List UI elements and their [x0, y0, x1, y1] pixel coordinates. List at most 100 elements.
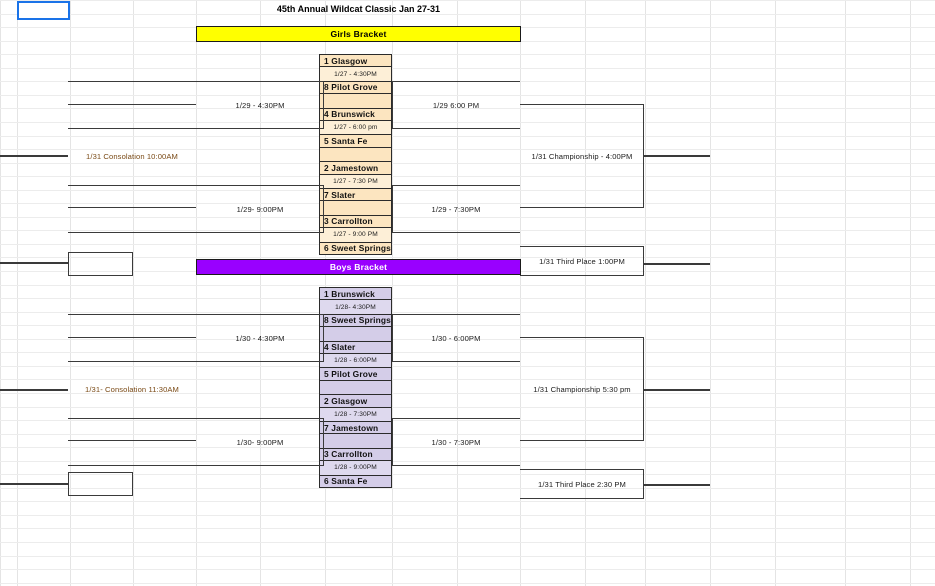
- grid-row-line: [0, 203, 935, 204]
- girls-semifinal-label: 1/29 - 7:30PM: [431, 204, 481, 214]
- grid-row-line: [0, 352, 935, 353]
- boys-slot-spacer: [319, 327, 392, 341]
- girls-slot-spacer: [319, 201, 392, 215]
- girls-consolation-label: 1/31 Consolation 10:00AM: [86, 151, 178, 161]
- girls-team-slot: 8 Pilot Grove: [319, 80, 392, 95]
- boys-championship-box: [520, 337, 644, 441]
- page-title: 45th Annual Wildcat Classic Jan 27-31: [276, 4, 441, 14]
- grid-row-line: [0, 420, 935, 421]
- girls-third-place-box: [520, 246, 644, 276]
- grid-row-line: [0, 68, 935, 69]
- grid-column-line: [775, 0, 776, 586]
- girls-quarterfinal-box: [68, 81, 324, 129]
- girls-third-place-label: 1/31 Third Place 1:00PM: [539, 256, 625, 266]
- grid-column-line: [457, 0, 458, 586]
- grid-row-line: [0, 217, 935, 218]
- grid-row-line: [0, 230, 935, 231]
- grid-column-line: [0, 0, 1, 586]
- grid-row-line: [0, 14, 935, 15]
- girls-bracket-banner: Girls Bracket: [196, 26, 521, 42]
- grid-column-line: [260, 0, 261, 586]
- girls-team-slot: 4 Brunswick: [319, 107, 392, 121]
- grid-column-line: [710, 0, 711, 586]
- grid-row-line: [0, 54, 935, 55]
- selected-cell[interactable]: [17, 1, 70, 20]
- boys-team-slot: 6 Santa Fe: [319, 474, 392, 488]
- boys-game-time: 1/28 - 6:00PM: [319, 354, 392, 368]
- boys-quarterfinal-box: [68, 418, 324, 466]
- grid-row-line: [0, 108, 935, 109]
- grid-row-line: [0, 122, 935, 123]
- boys-team-slot: 3 Carrollton: [319, 447, 392, 462]
- girls-team-slot: 5 Santa Fe: [319, 134, 392, 148]
- boys-connector-line: [0, 389, 68, 391]
- grid-row-line: [0, 542, 935, 543]
- girls-team-slot: 7 Slater: [319, 188, 392, 202]
- girls-semifinal-label: 1/29 6:00 PM: [432, 100, 480, 110]
- grid-row-line: [0, 447, 935, 448]
- girls-quarterfinal-label: 1/29- 9:00PM: [236, 204, 284, 214]
- boys-connector-line: [0, 483, 68, 485]
- boys-team-slot: 2 Glasgow: [319, 394, 392, 408]
- girls-team-slot: 2 Jamestown: [319, 161, 392, 175]
- boys-third-place-label: 1/31 Third Place 2:30 PM: [538, 479, 626, 489]
- grid-row-line: [0, 501, 935, 502]
- girls-team-slot: 3 Carrollton: [319, 214, 392, 229]
- boys-semifinal-label: 1/30 - 7:30PM: [431, 437, 481, 447]
- boys-consolation-box: [68, 337, 196, 441]
- grid-row-line: [0, 136, 935, 137]
- boys-bracket-banner: Boys Bracket: [196, 259, 521, 275]
- grid-row-line: [0, 461, 935, 462]
- boys-third-place-box: [520, 469, 644, 499]
- girls-connector-line: [644, 263, 710, 265]
- grid-column-line: [910, 0, 911, 586]
- grid-row-line: [0, 298, 935, 299]
- girls-team-slot: 1 Glasgow: [319, 54, 392, 68]
- grid-row-line: [0, 0, 935, 1]
- boys-consolation-winner-box: [68, 472, 133, 496]
- grid-row-line: [0, 257, 935, 258]
- boys-team-slot: 4 Slater: [319, 340, 392, 354]
- boys-game-time: 1/28- 4:30PM: [319, 300, 392, 314]
- boys-slot-spacer: [319, 380, 392, 395]
- grid-row-line: [0, 312, 935, 313]
- grid-column-line: [133, 0, 134, 586]
- grid-row-line: [0, 149, 935, 150]
- boys-championship-label: 1/31 Championship 5:30 pm: [533, 384, 631, 394]
- girls-connector-line: [0, 262, 68, 264]
- grid-row-line: [0, 325, 935, 326]
- grid-row-line: [0, 379, 935, 380]
- girls-game-time: 1/27 - 4:30PM: [319, 67, 392, 81]
- boys-slot-spacer: [319, 434, 392, 448]
- boys-connector-line: [644, 484, 710, 486]
- girls-slot-spacer: [319, 94, 392, 108]
- grid-row-line: [0, 95, 935, 96]
- boys-semifinal-box: [392, 314, 520, 362]
- boys-team-slot: 7 Jamestown: [319, 421, 392, 435]
- grid-row-line: [0, 244, 935, 245]
- girls-game-time: 1/27 - 9:00 PM: [319, 228, 392, 242]
- grid-row-line: [0, 488, 935, 489]
- grid-row-line: [0, 474, 935, 475]
- grid-row-line: [0, 176, 935, 177]
- girls-game-time: 1/27 - 7:30 PM: [319, 174, 392, 188]
- girls-quarterfinal-box: [68, 185, 324, 233]
- grid-row-line: [0, 556, 935, 557]
- grid-row-line: [0, 190, 935, 191]
- girls-connector-line: [0, 155, 68, 157]
- girls-connector-line: [644, 155, 710, 157]
- grid-column-line: [645, 0, 646, 586]
- grid-row-line: [0, 583, 935, 584]
- grid-column-line: [17, 0, 18, 586]
- boys-game-time: 1/28 - 9:00PM: [319, 461, 392, 475]
- grid-row-line: [0, 393, 935, 394]
- girls-consolation-box: [68, 104, 196, 208]
- grid-row-line: [0, 569, 935, 570]
- girls-championship-label: 1/31 Championship - 4:00PM: [531, 151, 633, 161]
- boys-team-slot: 5 Pilot Grove: [319, 367, 392, 381]
- grid-row-line: [0, 434, 935, 435]
- girls-semifinal-box: [392, 185, 520, 233]
- grid-row-line: [0, 339, 935, 340]
- boys-connector-line: [644, 389, 710, 391]
- grid-column-line: [392, 0, 393, 586]
